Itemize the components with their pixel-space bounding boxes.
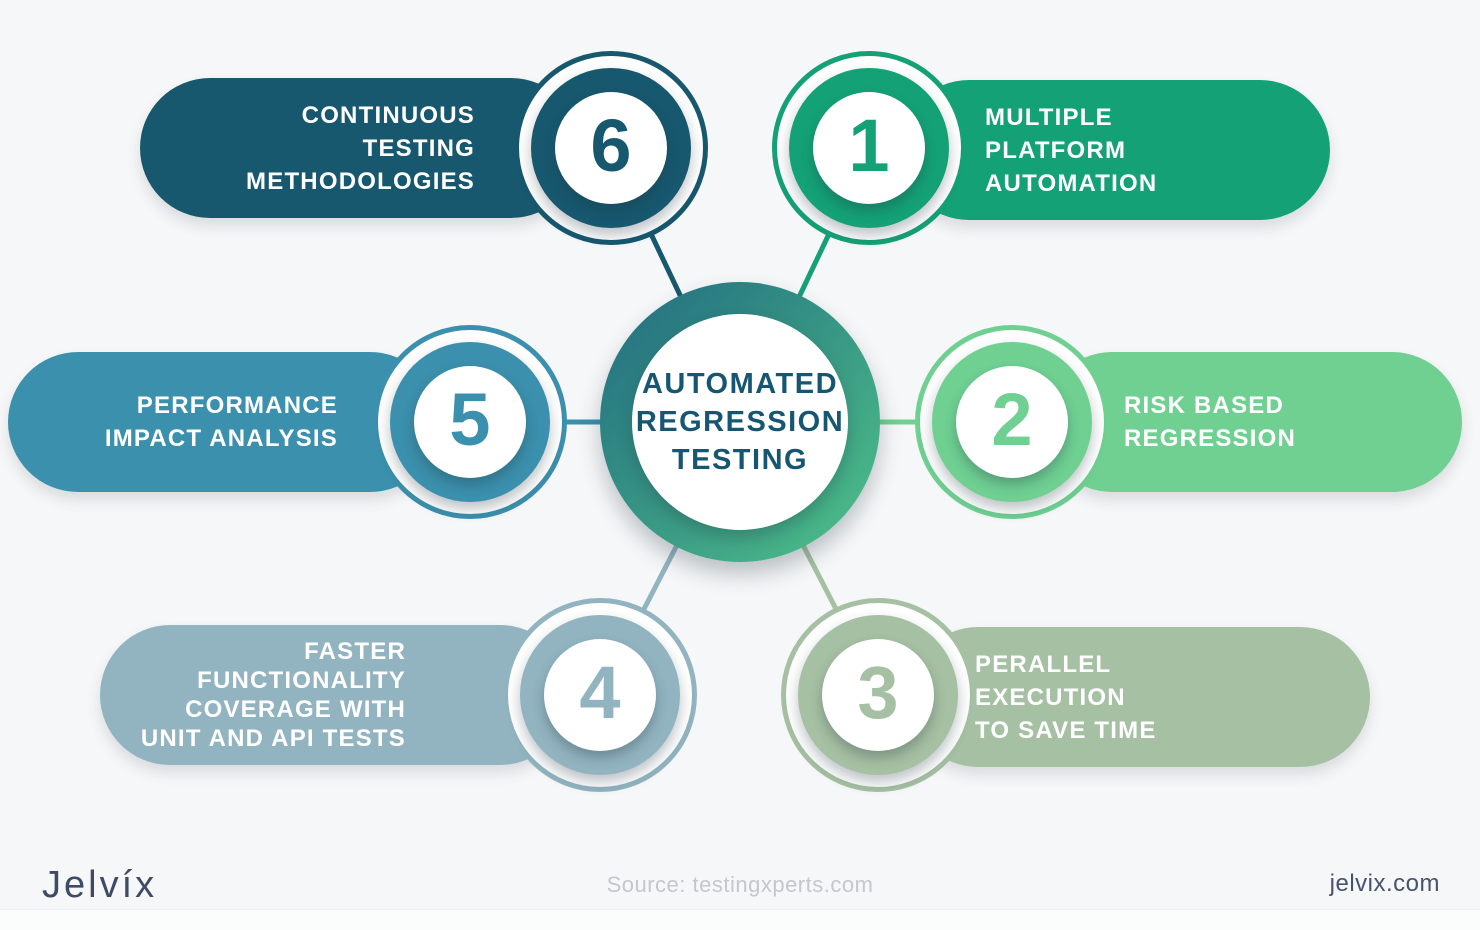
source-attribution: Source: testingxperts.com	[606, 872, 874, 897]
item-6-pill: CONTINUOUS TESTING METHODOLOGIES	[140, 78, 581, 218]
item-3-donut-center: 3	[822, 639, 934, 751]
item-5-number-badge: 5	[373, 325, 567, 519]
item-5-number: 5	[449, 378, 491, 461]
item-2-number-badge: 2	[915, 325, 1109, 519]
item-3-pill: PERALLEL EXECUTION TO SAVE TIME	[908, 627, 1370, 767]
item-2-number: 2	[991, 378, 1033, 461]
connector-line-3	[801, 544, 839, 612]
item-3-number: 3	[857, 651, 899, 734]
item-1-pill: MULTIPLE PLATFORM AUTOMATION	[899, 80, 1330, 220]
item-4-number: 4	[579, 651, 621, 734]
item-1-donut-ring: 1	[789, 68, 949, 228]
item-3-label: PERALLEL EXECUTION TO SAVE TIME	[975, 650, 1157, 744]
central-hub-ring: AUTOMATED REGRESSION TESTING	[600, 282, 880, 562]
bottom-band	[0, 909, 1480, 930]
item-1-donut-center: 1	[813, 92, 925, 204]
item-2-pill: RISK BASED REGRESSION	[1042, 352, 1462, 492]
connector-line-6	[649, 233, 683, 298]
item-5-pill: PERFORMANCE IMPACT ANALYSIS	[8, 352, 440, 492]
central-hub-title: AUTOMATED REGRESSION TESTING	[635, 368, 845, 476]
jelvix-website-link[interactable]: jelvix.com	[1329, 870, 1440, 897]
item-2-donut-center: 2	[956, 366, 1068, 478]
item-2-donut-ring: 2	[932, 342, 1092, 502]
item-5-donut-ring: 5	[390, 342, 550, 502]
item-6-donut-center: 6	[555, 92, 667, 204]
connector-line-1	[797, 233, 831, 298]
item-4-number-badge: 4	[503, 598, 697, 792]
item-1-label: MULTIPLE PLATFORM AUTOMATION	[985, 103, 1158, 197]
item-1-number-badge: 1	[772, 51, 966, 245]
item-4-donut-ring: 4	[520, 615, 680, 775]
item-6-label: CONTINUOUS TESTING METHODOLOGIES	[246, 101, 475, 195]
item-4-label: FASTER FUNCTIONALITY COVERAGE WITH UNIT …	[140, 638, 406, 752]
item-2-label: RISK BASED REGRESSION	[1124, 392, 1297, 452]
item-4-pill: FASTER FUNCTIONALITY COVERAGE WITH UNIT …	[100, 625, 570, 765]
jelvix-logo: Jelvíx	[42, 864, 158, 906]
item-6-number-badge: 6	[514, 51, 708, 245]
item-5-donut-center: 5	[414, 366, 526, 478]
connector-line-4	[641, 544, 679, 612]
item-3-number-badge: 3	[781, 598, 975, 792]
item-6-donut-ring: 6	[531, 68, 691, 228]
item-3-donut-ring: 3	[798, 615, 958, 775]
item-5-label: PERFORMANCE IMPACT ANALYSIS	[104, 392, 338, 452]
item-6-number: 6	[590, 104, 632, 187]
item-1-number: 1	[848, 104, 890, 187]
item-4-donut-center: 4	[544, 639, 656, 751]
central-hub-circle: AUTOMATED REGRESSION TESTING	[632, 314, 848, 530]
